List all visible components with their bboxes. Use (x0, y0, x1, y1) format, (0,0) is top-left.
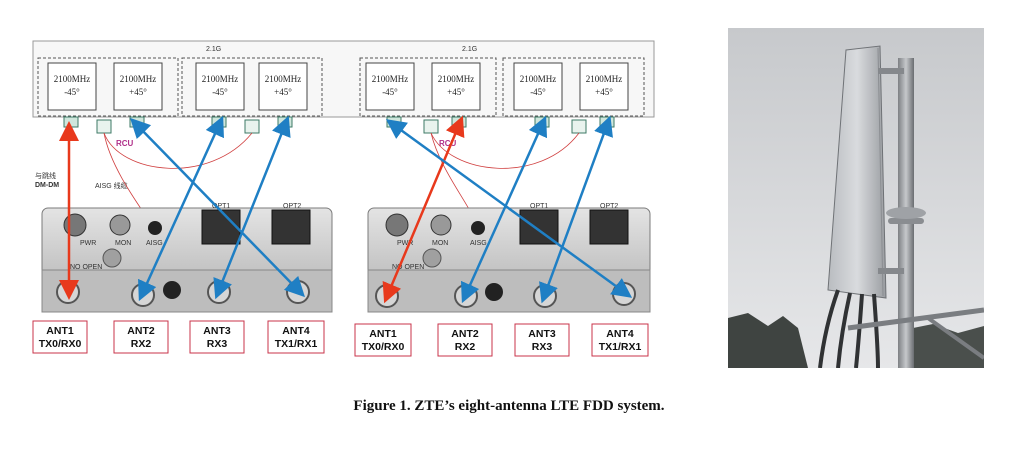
svg-text:+45°: +45° (447, 87, 465, 97)
svg-text:RX3: RX3 (207, 338, 228, 350)
port-box-3: 2100MHz -45° (195, 62, 245, 111)
svg-text:TX0/RX0: TX0/RX0 (362, 341, 405, 353)
jumper-type-label: DM-DM (35, 182, 59, 189)
svg-text:ANT3: ANT3 (528, 328, 556, 340)
port-box-7: 2100MHz -45° (513, 62, 563, 111)
svg-text:OPT1: OPT1 (530, 203, 548, 210)
antenna-label-left-3: ANT3 RX3 (189, 320, 245, 354)
rcu-label-right: RCU (439, 139, 457, 148)
rcu-label-left: RCU (116, 139, 134, 148)
port-box-8: 2100MHz +45° (579, 62, 629, 111)
svg-text:+45°: +45° (274, 87, 292, 97)
svg-text:2100MHz: 2100MHz (586, 74, 623, 84)
svg-text:RX2: RX2 (131, 338, 152, 350)
svg-text:ANT2: ANT2 (127, 325, 155, 337)
svg-text:AISG: AISG (470, 240, 487, 247)
line-right-ant4 (385, 119, 633, 298)
antenna-label-left-4: ANT4 TX1/RX1 (267, 320, 325, 354)
port-box-5: 2100MHz -45° (365, 62, 415, 111)
svg-text:ANT4: ANT4 (606, 328, 634, 340)
svg-text:OPT2: OPT2 (600, 203, 618, 210)
port-box-1: 2100MHz -45° (47, 62, 97, 111)
svg-text:PWR: PWR (80, 240, 96, 247)
svg-text:-45°: -45° (64, 87, 80, 97)
panel-connectors (63, 116, 615, 134)
svg-text:2100MHz: 2100MHz (120, 74, 157, 84)
svg-text:2100MHz: 2100MHz (54, 74, 91, 84)
svg-text:ANT1: ANT1 (369, 328, 397, 340)
svg-text:ANT1: ANT1 (46, 325, 74, 337)
antenna-label-right-1: ANT1 TX0/RX0 (354, 323, 412, 357)
svg-text:AISG: AISG (146, 240, 163, 247)
port-box-2: 2100MHz +45° (113, 62, 163, 111)
svg-text:MON: MON (115, 240, 131, 247)
port-box-4: 2100MHz +45° (258, 62, 308, 111)
svg-text:-45°: -45° (212, 87, 228, 97)
port-group-1 (37, 57, 179, 117)
svg-text:TX1/RX1: TX1/RX1 (599, 341, 642, 353)
svg-text:MON: MON (432, 240, 448, 247)
rru-unit-right: PWR MON AISG OPT1 OPT2 NO OPEN (367, 203, 651, 313)
port-group-4 (502, 57, 645, 117)
antenna-connection-diagram: 2.1G 2.1G 2100MHz -45° 2100MHz +45° 2100… (32, 40, 655, 357)
antenna-label-right-2: ANT2 RX2 (437, 323, 493, 357)
antenna-label-right-4: ANT4 TX1/RX1 (591, 323, 649, 357)
figure-caption: Figure 1. ZTE’s eight-antenna LTE FDD sy… (353, 398, 665, 414)
svg-text:2100MHz: 2100MHz (372, 74, 409, 84)
svg-text:2100MHz: 2100MHz (265, 74, 302, 84)
svg-text:TX0/RX0: TX0/RX0 (39, 338, 82, 350)
rru-unit-left: PWR MON AISG OPT1 OPT2 NO OPEN (41, 203, 333, 313)
svg-text:+45°: +45° (595, 87, 613, 97)
aisg-cable-label: AISG 线缆 (95, 181, 128, 190)
svg-text:RX3: RX3 (532, 341, 553, 353)
svg-text:2100MHz: 2100MHz (438, 74, 475, 84)
svg-text:TX1/RX1: TX1/RX1 (275, 338, 318, 350)
line-left-ant4 (130, 117, 305, 298)
group-label-left: 2.1G (206, 46, 221, 53)
connection-lines (59, 115, 633, 304)
group-label-right: 2.1G (462, 46, 477, 53)
svg-text:+45°: +45° (129, 87, 147, 97)
tower-photo (728, 28, 984, 368)
antenna-label-left-2: ANT2 RX2 (113, 320, 169, 354)
jumper-label: 与跳线 (35, 171, 56, 180)
port-box-6: 2100MHz +45° (431, 62, 481, 111)
svg-text:ANT4: ANT4 (282, 325, 310, 337)
svg-text:ANT3: ANT3 (203, 325, 231, 337)
antenna-label-left-1: ANT1 TX0/RX0 (32, 320, 88, 354)
svg-text:NO OPEN: NO OPEN (70, 264, 102, 271)
svg-text:-45°: -45° (382, 87, 398, 97)
svg-text:RX2: RX2 (455, 341, 476, 353)
antenna-label-right-3: ANT3 RX3 (514, 323, 570, 357)
svg-text:2100MHz: 2100MHz (520, 74, 557, 84)
svg-text:2100MHz: 2100MHz (202, 74, 239, 84)
svg-text:-45°: -45° (530, 87, 546, 97)
svg-text:OPT2: OPT2 (283, 203, 301, 210)
svg-text:ANT2: ANT2 (451, 328, 479, 340)
